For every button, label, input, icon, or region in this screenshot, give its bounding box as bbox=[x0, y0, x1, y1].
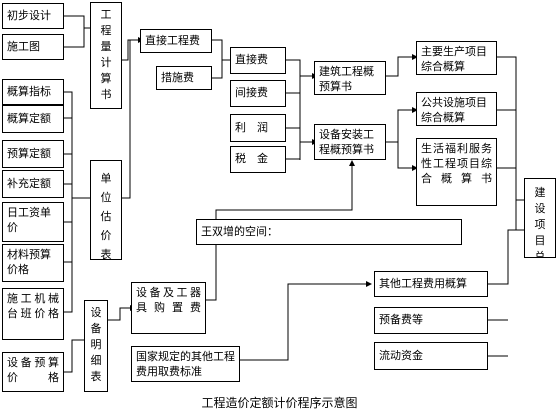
public-facilities-estimate-box: 公共设施项目综合概算 bbox=[416, 92, 497, 126]
main-production-estimate-box: 主要生产项目综合概算 bbox=[416, 41, 497, 75]
supplementary-quota-box: 补充定额 bbox=[2, 170, 64, 198]
building-works-budget-box: 建筑工程概预算书 bbox=[314, 61, 386, 95]
unit-valuation-table-box: 单位估价表 bbox=[90, 160, 122, 260]
machine-shift-price-box: 施工机械台班价格 bbox=[2, 288, 64, 340]
construction-drawing-box: 施工图 bbox=[2, 34, 64, 60]
preliminary-design-box: 初步设计 bbox=[2, 3, 64, 29]
equipment-list-box: 设备明细表 bbox=[84, 300, 108, 392]
national-fee-standard-box: 国家规定的其他工程费用取费标准 bbox=[131, 346, 240, 382]
total-project-estimate-box: 建设项目总概算 bbox=[524, 178, 556, 258]
welfare-service-estimate-box: 生活福利服务性工程项目综合概算书 bbox=[416, 138, 497, 206]
direct-cost-box: 直接费 bbox=[230, 47, 286, 74]
watermark-box: 王双增的空间：http://1120712305.qzone.qq.com/ bbox=[196, 219, 462, 245]
direct-engineering-cost-box: 直接工程费 bbox=[140, 29, 212, 53]
estimate-index-box: 概算指标 bbox=[2, 79, 64, 105]
equipment-installation-budget-box: 设备安装工程概预算书 bbox=[314, 124, 386, 160]
material-budget-price-box: 材料预算价格 bbox=[2, 244, 64, 282]
profit-box: 利 润 bbox=[230, 114, 286, 142]
indirect-cost-box: 间接费 bbox=[230, 80, 286, 107]
working-capital-box: 流动资金 bbox=[374, 342, 488, 370]
budget-quota-box: 预算定额 bbox=[2, 140, 64, 168]
estimate-quota-box: 概算定额 bbox=[2, 105, 64, 133]
tax-box: 税 金 bbox=[230, 146, 286, 173]
measure-cost-box: 措施费 bbox=[156, 66, 212, 90]
daily-wage-rate-box: 日工资单价 bbox=[2, 202, 64, 242]
diagram-caption: 工程造价定额计价程序示意图 bbox=[201, 396, 358, 410]
equipment-budget-price-box: 设备预算价格 bbox=[2, 352, 64, 392]
reserve-fund-box: 预备费等 bbox=[374, 307, 488, 334]
quantity-calculation-box: 工程量计算书 bbox=[90, 2, 122, 109]
equipment-purchase-cost-box: 设备及工器具购置费 bbox=[131, 282, 206, 334]
other-engineering-cost-box: 其他工程费用概算 bbox=[374, 271, 488, 297]
